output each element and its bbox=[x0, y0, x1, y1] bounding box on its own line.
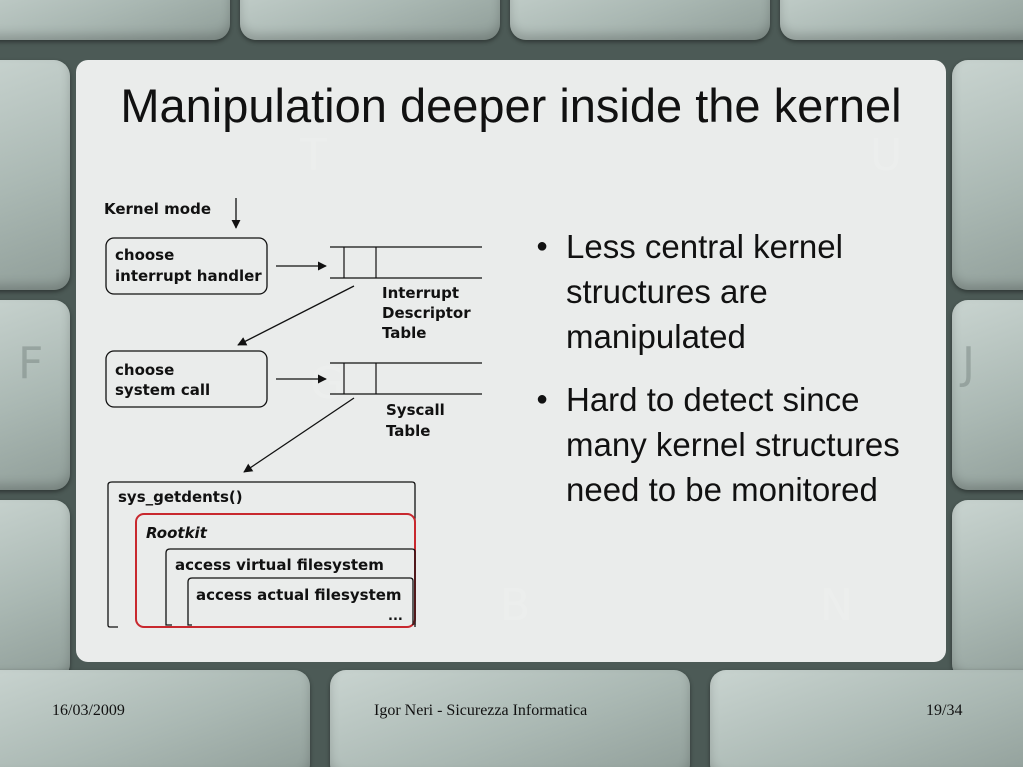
keyboard-glyph: J bbox=[962, 338, 975, 389]
keyboard-key bbox=[710, 670, 1023, 767]
sys-getdents-label: sys_getdents() bbox=[118, 488, 243, 506]
footer-page-number: 19/34 bbox=[926, 702, 963, 719]
keyboard-key bbox=[780, 0, 1023, 40]
sys-getdents-frame bbox=[107, 481, 416, 628]
keyboard-key bbox=[952, 500, 1023, 680]
keyboard-key bbox=[240, 0, 500, 40]
rootkit-label: Rootkit bbox=[146, 524, 208, 542]
bullet-item: ● Hard to detect since many kernel struc… bbox=[536, 377, 926, 512]
idt-label-line1: Interrupt bbox=[382, 284, 459, 302]
syscall-box-line1: choose bbox=[115, 361, 174, 379]
interrupt-box-line2: interrupt handler bbox=[115, 267, 262, 285]
bullet-text: Hard to detect since many kernel structu… bbox=[566, 381, 900, 508]
idt-table bbox=[330, 246, 482, 279]
access-actual-label: access actual filesystem bbox=[196, 586, 402, 604]
syscall-table bbox=[330, 362, 482, 395]
bullet-item: ● Less central kernel structures are man… bbox=[536, 224, 926, 359]
bullet-dot-icon: ● bbox=[536, 388, 549, 410]
footer-date: 16/03/2009 bbox=[52, 702, 125, 719]
keyboard-key bbox=[510, 0, 770, 40]
keyboard-key bbox=[0, 670, 310, 767]
bullet-list: ● Less central kernel structures are man… bbox=[536, 224, 926, 530]
keyboard-key bbox=[952, 60, 1023, 290]
keyboard-key bbox=[0, 60, 70, 290]
slide-panel bbox=[76, 60, 946, 662]
keyboard-key bbox=[0, 500, 70, 680]
virtual-filesystem-frame bbox=[165, 548, 416, 626]
bullet-text: Less central kernel structures are manip… bbox=[566, 228, 843, 355]
actual-filesystem-frame bbox=[187, 577, 414, 626]
slide-title: Manipulation deeper inside the kernel bbox=[120, 79, 902, 132]
bullet-dot-icon: ● bbox=[536, 235, 549, 257]
syscall-table-label-line1: Syscall bbox=[386, 401, 445, 419]
kernel-mode-label: Kernel mode bbox=[104, 200, 211, 218]
syscall-table-label-line2: Table bbox=[386, 422, 430, 440]
keyboard-key bbox=[0, 300, 70, 490]
system-call-box bbox=[105, 350, 268, 408]
idt-label-line3: Table bbox=[382, 324, 426, 342]
keyboard-key bbox=[952, 300, 1023, 490]
interrupt-box-line1: choose bbox=[115, 246, 174, 264]
syscall-box-line2: system call bbox=[115, 381, 210, 399]
keyboard-key bbox=[330, 670, 690, 767]
access-virtual-label: access virtual filesystem bbox=[175, 556, 384, 574]
keyboard-glyph: F bbox=[18, 338, 44, 389]
idt-label-line2: Descriptor bbox=[382, 304, 471, 322]
footer-author: Igor Neri - Sicurezza Informatica bbox=[374, 702, 588, 719]
kernel-diagram: Kernel mode choose interrupt handler Int… bbox=[104, 198, 482, 628]
keyboard-key bbox=[0, 0, 230, 40]
arrow-idt-to-syscall bbox=[237, 285, 355, 346]
arrow-to-getdents bbox=[243, 397, 355, 473]
interrupt-handler-box bbox=[105, 237, 268, 295]
ellipsis: ... bbox=[388, 609, 403, 624]
